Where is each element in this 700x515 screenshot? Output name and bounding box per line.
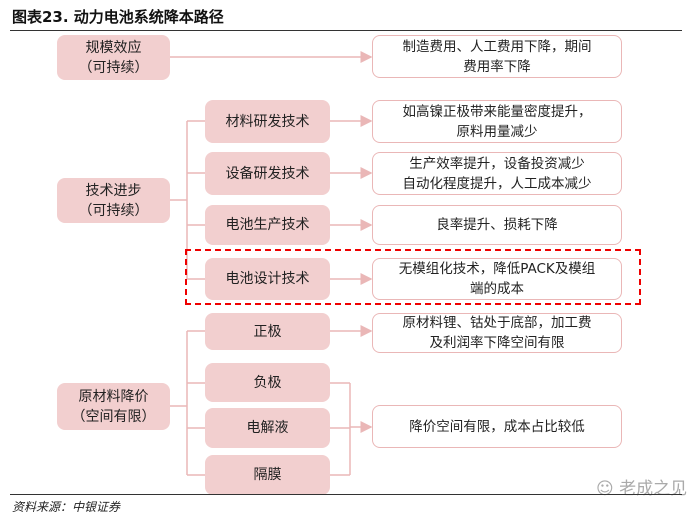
material-separator: 隔膜 bbox=[205, 455, 330, 495]
label: 无模组化技术，降低PACK及模组 bbox=[398, 261, 596, 277]
effect-box: 无模组化技术，降低PACK及模组端的成本 bbox=[372, 258, 622, 300]
label: （可持续） bbox=[78, 202, 149, 219]
effect-box: 如高镍正极带来能量密度提升， 原料用量减少 bbox=[372, 100, 622, 143]
footer-divider bbox=[10, 494, 682, 495]
driver-tech-progress: 技术进步 （可持续） bbox=[57, 178, 170, 223]
label: 原料用量减少 bbox=[456, 123, 538, 140]
label: 降价空间有限，成本占比较低 bbox=[409, 418, 585, 435]
effect-box: 良率提升、损耗下降 bbox=[372, 205, 622, 245]
label: 端的成本 bbox=[470, 281, 524, 297]
watermark: ☺ 老成之见 bbox=[596, 474, 687, 499]
label: 及利润率下降空间有限 bbox=[429, 335, 565, 351]
material-cathode: 正极 bbox=[205, 313, 330, 350]
figure-title: 图表23. 动力电池系统降本路径 bbox=[12, 8, 224, 26]
label: 原材料降价 bbox=[78, 388, 149, 405]
title-divider bbox=[10, 30, 682, 31]
label: 生产效率提升，设备投资减少 bbox=[409, 155, 585, 172]
label: （可持续） bbox=[78, 59, 149, 76]
tech-materials-rd: 材料研发技术 bbox=[205, 100, 330, 143]
label: 如高镍正极带来能量密度提升， bbox=[402, 103, 592, 120]
highlight-dashed-frame bbox=[185, 249, 641, 305]
material-electrolyte: 电解液 bbox=[205, 408, 330, 448]
effect-box: 原材料锂、钴处于底部，加工费及利润率下降空间有限 bbox=[372, 313, 622, 353]
material-anode: 负极 bbox=[205, 363, 330, 402]
label: 自动化程度提升，人工成本减少 bbox=[402, 175, 592, 192]
label: 费用率下降 bbox=[463, 58, 531, 75]
effect-box: 制造费用、人工费用下降，期间费用率下降 bbox=[372, 35, 622, 78]
driver-scale-effect: 规模效应 （可持续） bbox=[57, 35, 170, 80]
driver-raw-material: 原材料降价 （空间有限） bbox=[57, 383, 170, 430]
label: 规模效应 bbox=[85, 39, 142, 56]
effect-box: 生产效率提升，设备投资减少自动化程度提升，人工成本减少 bbox=[372, 152, 622, 195]
label: 良率提升、损耗下降 bbox=[436, 217, 558, 233]
source-note: 资料来源：中银证券 bbox=[12, 500, 121, 514]
tech-cell-production: 电池生产技术 bbox=[205, 205, 330, 245]
watermark-text: 老成之见 bbox=[619, 479, 688, 499]
tech-equipment-rd: 设备研发技术 bbox=[205, 152, 330, 195]
effect-box: 降价空间有限，成本占比较低 bbox=[372, 405, 622, 448]
label: 制造费用、人工费用下降，期间 bbox=[402, 38, 592, 55]
wechat-icon: ☺ bbox=[596, 479, 620, 499]
label: （空间有限） bbox=[71, 408, 156, 425]
label: 技术进步 bbox=[85, 182, 142, 199]
label: 原材料锂、钴处于底部，加工费 bbox=[402, 315, 592, 331]
tech-cell-design: 电池设计技术 bbox=[205, 258, 330, 300]
